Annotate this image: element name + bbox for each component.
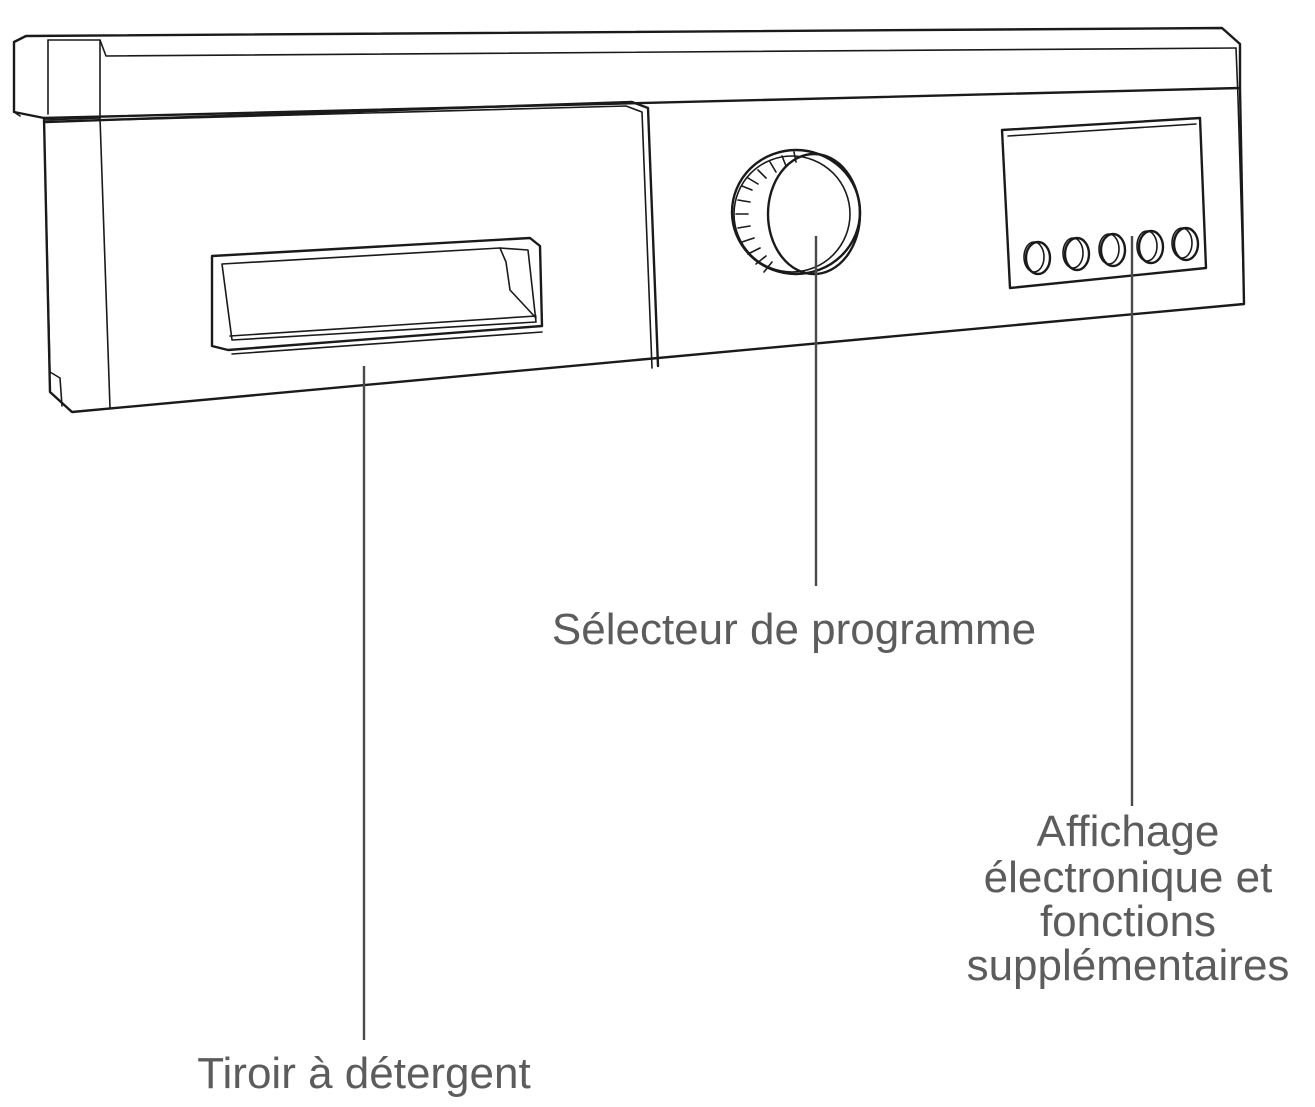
option-button-2[interactable] (1063, 236, 1091, 272)
label-detergent-drawer: Tiroir à détergent (197, 1049, 530, 1098)
option-button-1-ring (1023, 241, 1045, 273)
drawer-handle-outer (210, 236, 544, 352)
drawer-handle[interactable] (210, 236, 544, 355)
drawer-handle-inner (221, 247, 537, 341)
panel-front-inner-left (43, 117, 111, 409)
knob-grip-ribs (735, 151, 797, 273)
panel-top-cap (12, 26, 1242, 120)
display-screen (1000, 116, 1208, 290)
panel-top-left-corner (47, 39, 101, 117)
option-button-1[interactable] (1024, 240, 1052, 276)
option-button-4-ring (1136, 230, 1158, 262)
option-button-5-ring (1171, 227, 1193, 259)
label-display-line-2: électronique et (984, 853, 1273, 902)
display-screen-inner (1007, 123, 1197, 137)
knob-grip-ring (733, 155, 851, 273)
option-button-2-ring (1062, 237, 1084, 269)
option-button-4[interactable] (1137, 229, 1165, 265)
drawer-handle-shadow (499, 247, 537, 319)
panel-top-edge (47, 39, 1237, 57)
option-button-3-ring (1098, 233, 1120, 265)
program-selector-knob[interactable] (730, 148, 862, 276)
panel-left-side (13, 111, 63, 407)
option-button-3[interactable] (1099, 232, 1127, 268)
control-panel (12, 26, 1246, 414)
detergent-drawer-front (44, 100, 660, 368)
detergent-drawer-front-inner (109, 105, 653, 369)
drawer-handle-bottom-lip (229, 315, 543, 355)
panel-right-side (1235, 47, 1245, 299)
panel-front-face (42, 86, 1246, 414)
knob-face (766, 152, 862, 276)
label-display-line-3: fonctions (1040, 897, 1216, 946)
option-button-5[interactable] (1172, 226, 1200, 262)
label-program-selector: Sélecteur de programme (552, 605, 1036, 654)
label-display-line-4: supplémentaires (967, 941, 1290, 990)
label-display-line-1: Affichage (1037, 807, 1220, 856)
electronic-display (1000, 116, 1208, 290)
option-buttons (1023, 226, 1200, 276)
